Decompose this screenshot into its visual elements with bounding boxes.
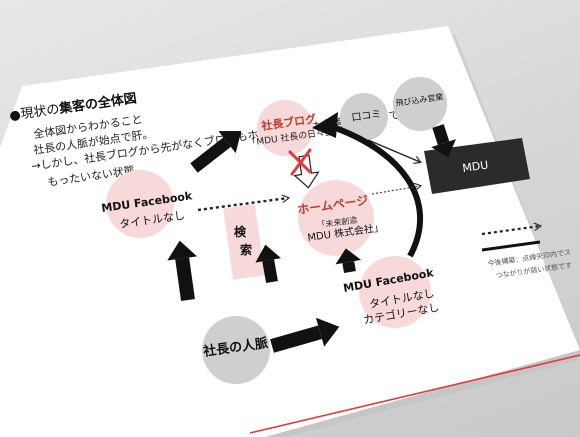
arrow-facebook1-to-blog <box>190 131 242 173</box>
arrow-facebook2-to-blog-curve <box>329 123 423 258</box>
arrow-tobikomi-to-mdu <box>431 124 456 158</box>
mdu-box <box>424 138 530 194</box>
arrow-network-to-facebook1 <box>167 240 198 301</box>
kensaku-char-2: 索 <box>240 242 252 257</box>
facebook1-circle <box>106 170 174 238</box>
dotted-arrow-homepage-to-mdu <box>371 186 420 195</box>
blog-circle <box>257 100 313 156</box>
paper-red-rule <box>249 354 580 434</box>
arrow-facebook2-to-homepage <box>335 248 362 274</box>
mdu-box-label: MDU <box>462 158 490 174</box>
kensaku-band <box>223 204 265 280</box>
tobikomi-circle <box>393 77 447 131</box>
arrow-network-to-facebook2 <box>270 317 340 353</box>
curve-arrowhead <box>312 112 338 138</box>
network-circle <box>202 316 270 384</box>
facebook2-circle <box>359 256 431 328</box>
kuchikomi-circle <box>340 93 388 141</box>
legend-dotted-arrow <box>481 226 540 236</box>
arrow-kuchikomi-to-mdu <box>367 139 420 162</box>
kuchikomi-label: 口コミ <box>351 109 382 124</box>
legend-solid-line <box>481 240 541 252</box>
homepage-circle <box>298 180 374 256</box>
kensaku-char-1: 検 <box>234 224 247 239</box>
thick-arrows <box>167 124 456 353</box>
arrow-search-to-homepage <box>255 244 281 284</box>
red-x-icon <box>288 148 312 176</box>
